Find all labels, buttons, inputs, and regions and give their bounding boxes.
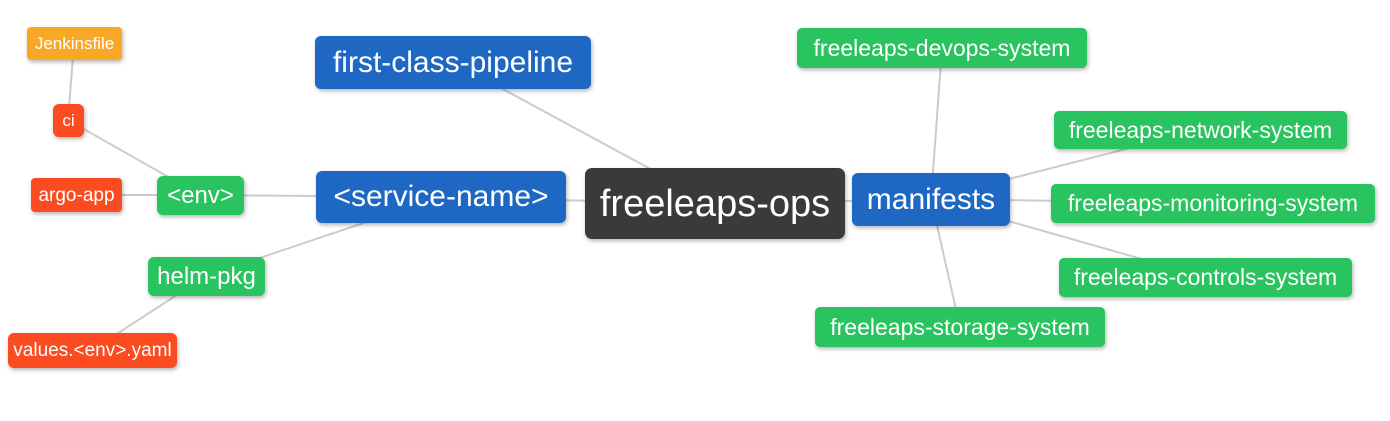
node-ci[interactable]: ci [53, 104, 84, 137]
node-argo-app[interactable]: argo-app [31, 178, 122, 212]
node-manifests[interactable]: manifests [852, 173, 1010, 226]
node-service-name[interactable]: <service-name> [316, 171, 566, 223]
node-env[interactable]: <env> [157, 176, 244, 215]
node-freeleaps-network-system[interactable]: freeleaps-network-system [1054, 111, 1347, 149]
node-jenkinsfile[interactable]: Jenkinsfile [27, 27, 122, 60]
node-freeleaps-storage-system[interactable]: freeleaps-storage-system [815, 307, 1105, 347]
node-first-class-pipeline[interactable]: first-class-pipeline [315, 36, 591, 89]
node-freeleaps-ops-root[interactable]: freeleaps-ops [585, 168, 845, 239]
node-freeleaps-controls-system[interactable]: freeleaps-controls-system [1059, 258, 1352, 297]
node-freeleaps-monitoring-system[interactable]: freeleaps-monitoring-system [1051, 184, 1375, 223]
node-values-env-yaml[interactable]: values.<env>.yaml [8, 333, 177, 368]
node-helm-pkg[interactable]: helm-pkg [148, 257, 265, 296]
node-freeleaps-devops-system[interactable]: freeleaps-devops-system [797, 28, 1087, 68]
